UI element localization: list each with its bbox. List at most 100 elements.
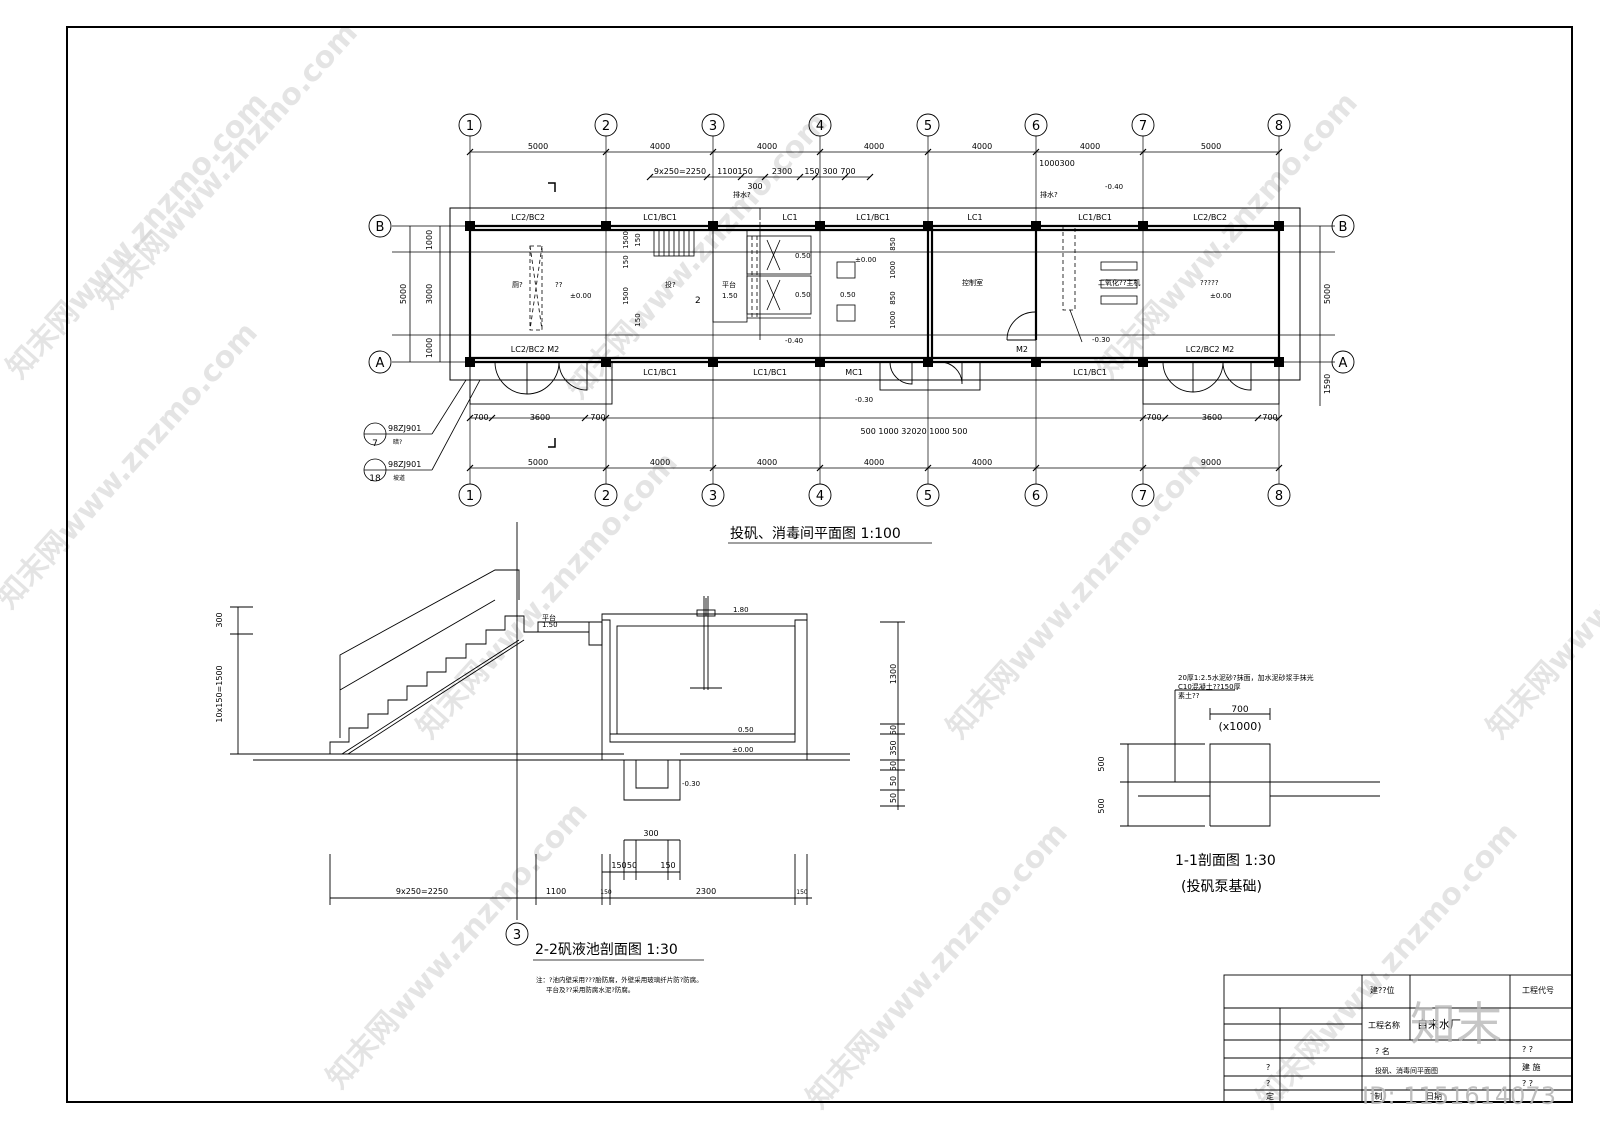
axis-bubble (1024, 483, 1048, 507)
dim-tick (796, 173, 804, 181)
axis-label: 7 (1139, 489, 1147, 504)
tb-row-label: ? (1266, 1063, 1270, 1072)
dim-text: 150 (634, 233, 642, 246)
room-label: ????? (1200, 279, 1219, 287)
window-label: LC2/BC2 M2 (1186, 345, 1234, 354)
axis-label: 2 (602, 119, 610, 134)
section-subtitle: (投矾泵基础) (1181, 878, 1262, 895)
dim-text: 9x250=2250 (654, 167, 706, 176)
axis-bubble (808, 483, 832, 507)
elevation-mark: -0.30 (855, 396, 873, 404)
window-label: MC1 (845, 368, 863, 377)
dim-text: 9000 (1201, 458, 1221, 467)
dim-tick (811, 173, 819, 181)
axis-bubble (1331, 350, 1355, 374)
dim-text: 4000 (757, 458, 777, 467)
column (1138, 221, 1148, 231)
window-label: LC2/BC2 (1193, 213, 1227, 222)
dim-text: 3000 (425, 284, 434, 304)
dim-tick (602, 414, 610, 422)
dim-text: 4000 (972, 142, 992, 151)
dim-tick (602, 464, 610, 472)
tb-row-label: 定 (1266, 1091, 1274, 1101)
dim-text: 700 (1262, 413, 1277, 422)
window-label: LC1/BC1 (1073, 368, 1107, 377)
dim-tick (841, 173, 849, 181)
dim-tick (466, 414, 474, 422)
note-text: 排水? (1040, 190, 1058, 199)
tb-cell: 日期 (1426, 1092, 1442, 1101)
dim-tick (924, 148, 932, 156)
note-text: C10混凝土??150厚 (1178, 682, 1241, 691)
window-label: LC2/BC2 (511, 213, 545, 222)
dim-tick (488, 414, 496, 422)
elevation-mark: ±0.00 (570, 292, 591, 300)
detail-ref-text: 暗? (393, 438, 402, 446)
section-1-1: 20厚1:2.5水泥砂?抹面，加水泥砂浆手抹光 C10混凝土??150厚 素土?… (1097, 673, 1380, 895)
watermark-text: 知末网www.znzmo.com (1480, 446, 1600, 746)
room-label: 平台 (722, 280, 736, 289)
axis-bubble (368, 350, 392, 374)
dim-text: 700 (840, 167, 855, 176)
dim-tick (816, 464, 824, 472)
elevation-mark: ±0.00 (732, 746, 753, 754)
title-block: 建??位 工程代号 工程名称 自来水厂 ? 名 投矾、消毒间平面图 ? ? 定 … (1223, 974, 1573, 1110)
dim-text: 4000 (757, 142, 777, 151)
room-label: 控制室 (962, 278, 983, 287)
dim-text: 1300 (889, 664, 898, 684)
elevation-mark: 1.50 (542, 621, 558, 629)
dim-text: 300 (215, 612, 224, 627)
dim-text: 4000 (650, 142, 670, 151)
dim-text: 1500 (622, 231, 630, 249)
axis-bubble (458, 113, 482, 137)
dim-tick (761, 173, 769, 181)
dim-text: 50 (889, 725, 898, 735)
room-label: ?? (555, 281, 563, 289)
dim-tick (1139, 414, 1147, 422)
dim-text: 4000 (972, 458, 992, 467)
dim-text: 5000 (528, 458, 548, 467)
dim-tick (1161, 414, 1169, 422)
dim-text: 350 (889, 740, 898, 755)
axis-label: 3 (709, 119, 717, 134)
axis-label: 1 (466, 119, 474, 134)
dim-text: 50 (627, 861, 637, 870)
tb-project-name: 自来水厂 (1417, 1018, 1461, 1031)
dim-tick (646, 173, 654, 181)
watermark-text: 知末网www.znzmo.com (410, 446, 685, 746)
dim-text: 700 (590, 413, 605, 422)
dim-text: 700 (1231, 705, 1248, 715)
column (708, 357, 718, 367)
axis-label: 6 (1032, 489, 1040, 504)
elevation-mark: 1.50 (722, 292, 738, 300)
dim-tick (924, 464, 932, 472)
axis-bubble (1267, 113, 1291, 137)
elevation-mark: -0.30 (682, 780, 700, 788)
dim-text: 10x150=1500 (215, 665, 224, 722)
dim-text: 3600 (530, 413, 550, 422)
dim-text: 1100 (546, 887, 566, 896)
column (1031, 221, 1041, 231)
window-label: LC1/BC1 (1078, 213, 1112, 222)
detail-ref-number: 18 (369, 474, 381, 484)
elevation-mark: -0.40 (785, 337, 803, 345)
row-label: B (1339, 220, 1348, 235)
dim-text: 1000 (425, 230, 434, 250)
dim-text: 150 (660, 861, 675, 870)
dim-tick (581, 414, 589, 422)
dim-tick (737, 173, 745, 181)
door-label: M2 (1016, 345, 1028, 354)
detail-ref-number: 7 (372, 439, 378, 449)
dim-text: 3600 (1202, 413, 1222, 422)
column (708, 221, 718, 231)
dim-tick (1254, 414, 1262, 422)
dim-text: 700 (473, 413, 488, 422)
axis-label: 8 (1275, 119, 1283, 134)
window-label: LC1 (782, 213, 797, 222)
axis-bubble (1131, 113, 1155, 137)
elevation-mark: 0.50 (795, 291, 811, 299)
tb-project-name-label: 工程名称 (1368, 1020, 1400, 1030)
watermark-text: 知末网www.znzmo.com (90, 16, 365, 316)
watermark-text: 知末网www.znzmo.com (940, 446, 1215, 746)
tb-cell: ?制 (1370, 1091, 1382, 1101)
